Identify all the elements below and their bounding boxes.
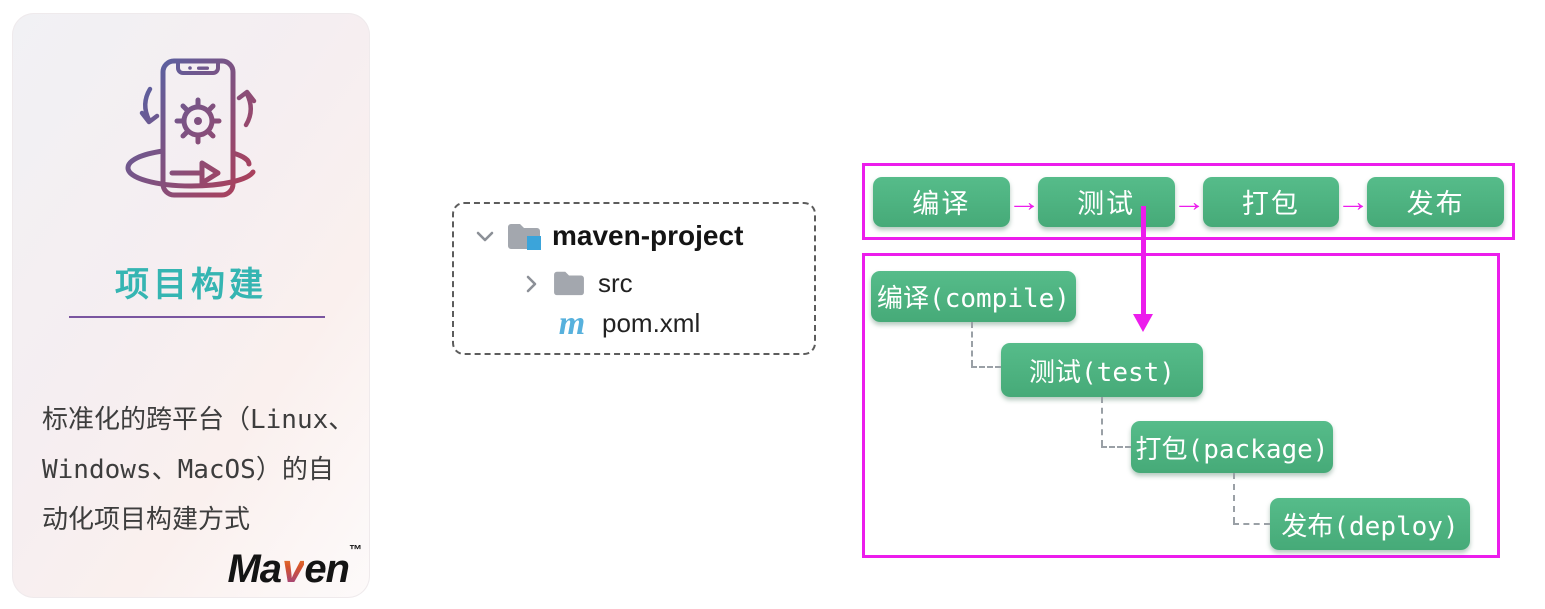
stage-test-button[interactable]: 测试 (1037, 176, 1175, 227)
arrow-shaft (1141, 206, 1146, 318)
tree-item-label[interactable]: maven-project (552, 220, 744, 251)
tree-row-maven-project[interactable]: maven-project (474, 220, 743, 252)
maven-logo-ma: Ma (227, 547, 282, 591)
tree-item-label[interactable]: src (598, 268, 633, 298)
dashed-connector (1101, 446, 1131, 448)
tree-item-label[interactable]: pom.xml (602, 308, 701, 338)
chevron-down-icon[interactable] (474, 225, 496, 247)
phone-gear-sync-icon (106, 53, 276, 213)
lifecycle-deploy-button[interactable]: 发布(deploy) (1270, 498, 1470, 550)
description-line: 标准化的跨平台（Linux、 (42, 405, 355, 435)
title-divider (69, 316, 325, 318)
dashed-connector (1233, 523, 1270, 525)
tree-row-src[interactable]: src (520, 268, 633, 299)
arrow-right-icon: → (1006, 185, 1041, 217)
maven-file-icon: m (558, 304, 586, 342)
dashed-connector (1101, 397, 1103, 446)
maven-logo-en: en (304, 547, 350, 591)
lifecycle-test-button[interactable]: 测试(test) (1001, 343, 1203, 397)
folder-icon (552, 269, 588, 299)
stage-package-button[interactable]: 打包 (1202, 176, 1340, 227)
build-pipeline-box: 编译 → 测试 → 打包 → 发布 (862, 163, 1515, 240)
arrow-right-icon: → (1336, 185, 1371, 217)
project-build-card: 项目构建 标准化的跨平台（Linux、 Windows、MacOS）的自 动化项… (12, 13, 370, 598)
tree-row-pom-xml[interactable]: m pom.xml (554, 304, 701, 342)
lifecycle-box: 编译(compile) 测试(test) 打包(package) 发布(depl… (862, 253, 1500, 558)
card-title: 项目构建 (115, 266, 267, 304)
project-folder-icon (506, 221, 542, 251)
arrow-right-icon: → (1171, 185, 1206, 217)
lifecycle-compile-button[interactable]: 编译(compile) (871, 271, 1076, 322)
lifecycle-package-button[interactable]: 打包(package) (1131, 421, 1333, 473)
pipeline-to-lifecycle-arrow-icon (1131, 206, 1156, 332)
description-line: 动化项目构建方式 (42, 505, 251, 535)
dashed-connector (971, 322, 973, 366)
dashed-connector (971, 366, 1001, 368)
card-description: 标准化的跨平台（Linux、 Windows、MacOS）的自 动化项目构建方式 (42, 395, 357, 545)
description-line: Windows、MacOS）的自 (42, 455, 334, 485)
stage-compile-button[interactable]: 编译 (873, 176, 1010, 227)
trademark-symbol: ™ (349, 542, 362, 557)
dashed-connector (1233, 473, 1235, 523)
stage-deploy-button[interactable]: 发布 (1367, 176, 1504, 227)
arrow-head (1133, 314, 1153, 332)
chevron-right-icon[interactable] (520, 273, 542, 295)
maven-logo-feather-v: v (282, 547, 304, 591)
file-tree-panel: maven-project src m pom.xml (452, 202, 816, 355)
maven-logo: Maven™ (227, 542, 362, 592)
